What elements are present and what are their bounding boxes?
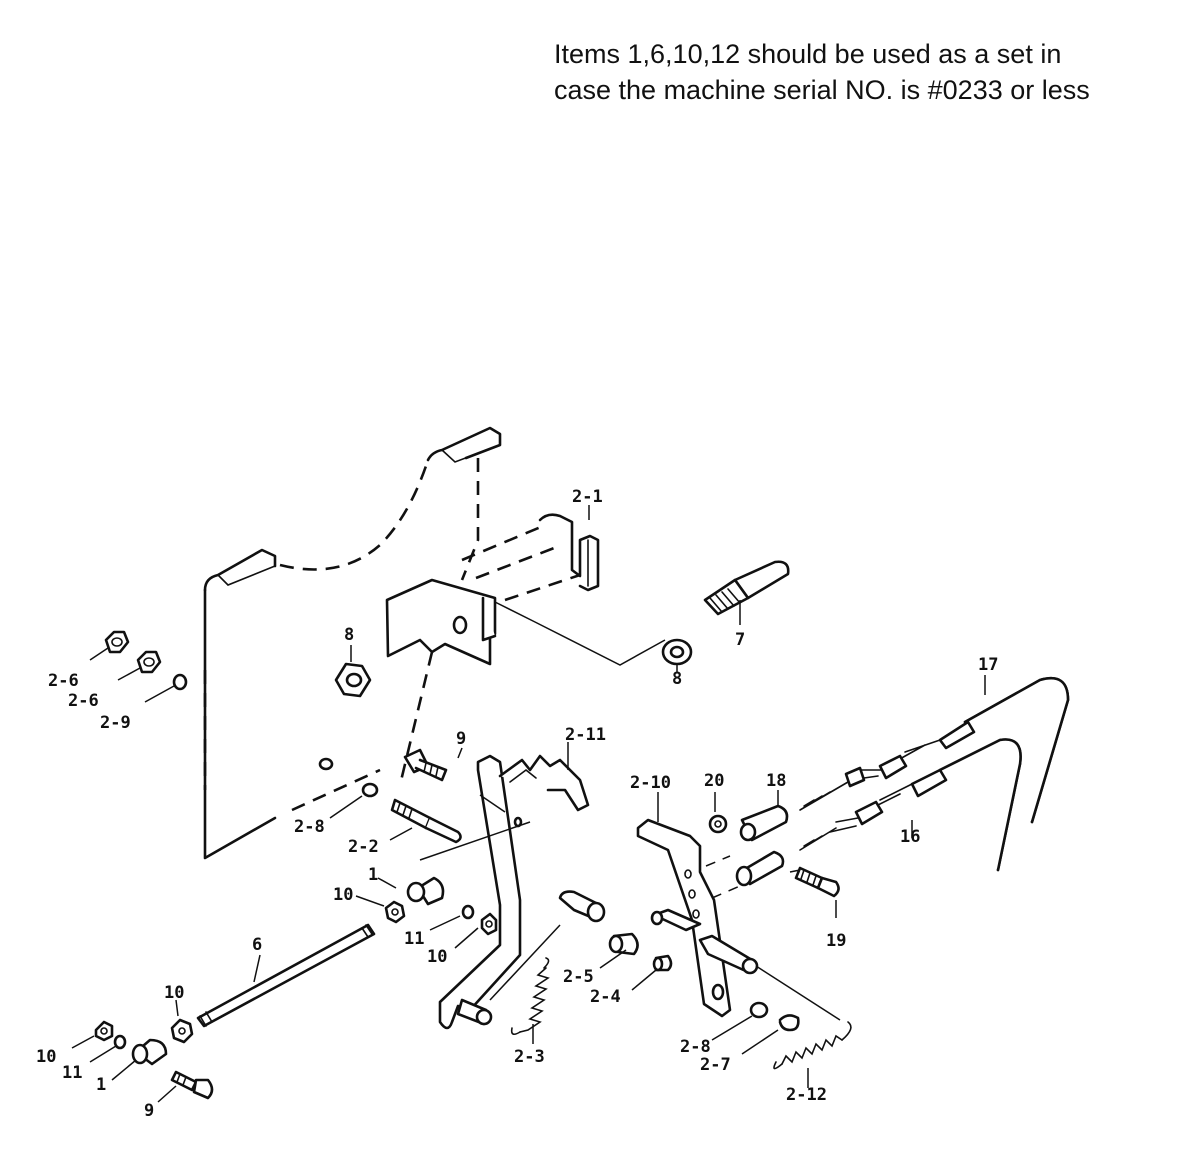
callout-2-5: 2-5 [563,967,594,987]
ball-joint-part-1-upper [406,876,445,906]
spring-part-2-3 [510,957,550,1036]
callout-6: 6 [252,935,262,955]
nut-part-2-6-lower [136,650,162,674]
lever-stud-upper [650,908,702,932]
callout-2-11: 2-11 [565,725,606,745]
callout-19: 19 [826,931,846,951]
nut-part-10-upper-right [480,912,498,936]
washer-part-2-8-right [749,1001,769,1019]
callout-2-2: 2-2 [348,837,379,857]
callout-2-6-lower: 2-6 [68,691,99,711]
washer-part-2-8-left [361,782,379,798]
callout-1-upper: 1 [368,865,378,885]
callout-17: 17 [978,655,998,675]
circlip-part-2-7 [778,1014,800,1032]
note-line-2: case the machine serial NO. is #0233 or … [554,75,1090,105]
spacer-part-2-5 [608,932,639,956]
bolt-part-9-lower [170,1070,214,1100]
lever-stud-lower [698,934,841,1021]
block-part-18-upper [739,804,789,842]
leader-lines [71,505,986,1103]
pin-part-2-2 [390,798,462,844]
rod-part-6 [196,923,376,1028]
callout-8-left: 8 [344,625,354,645]
spring-part-2-12 [773,1021,852,1070]
nut-part-10-lower-left [94,1020,114,1042]
callout-10-upper-left: 10 [333,885,353,905]
callout-2-6-upper: 2-6 [48,671,79,691]
nut-part-8-right [661,638,693,666]
callout-2-12: 2-12 [786,1085,827,1105]
callout-11-upper: 11 [404,929,424,949]
callout-10-lower-mid: 10 [164,983,184,1003]
washer-part-11-lower [113,1034,127,1050]
callout-2-10: 2-10 [630,773,671,793]
callout-11-lower: 11 [62,1063,82,1083]
nut-part-20 [708,814,728,834]
nut-part-10-upper-left [384,900,406,924]
callout-2-9: 2-9 [100,713,131,733]
callout-2-4: 2-4 [590,987,621,1007]
parts-note: Items 1,6,10,12 should be used as a set … [554,36,1194,108]
callout-9-upper: 9 [456,729,466,749]
ball-joint-part-1-lower [131,1038,168,1066]
cable-part-17 [799,676,1070,824]
callout-2-1: 2-1 [572,487,603,507]
callout-2-3: 2-3 [514,1047,545,1067]
callout-labels: 2-1 7 8 8 2-6 2-6 2-9 9 2-11 17 20 18 2-… [36,487,998,1121]
callout-1-lower: 1 [96,1075,106,1095]
washer-part-2-9 [172,673,188,691]
stud-part-7 [703,560,790,616]
note-line-1: Items 1,6,10,12 should be used as a set … [554,39,1062,69]
nut-part-10-lower-mid [170,1018,194,1044]
lever-part-2-11 [419,754,590,1030]
mounting-plate [203,426,502,860]
bracket-plate [385,578,666,786]
callout-18: 18 [766,771,786,791]
washer-part-11-upper [461,904,475,920]
callout-10-upper-right: 10 [427,947,447,967]
callout-2-8-right: 2-8 [680,1037,711,1057]
spacer-part-2-4 [652,954,673,972]
spacer-upper [558,890,606,923]
nut-part-8-left [334,662,372,698]
callout-20: 20 [704,771,724,791]
block-part-18-lower [735,850,785,887]
bolt-part-19 [789,866,840,898]
lever-part-2-10 [636,818,741,1018]
cable-part-16 [799,738,1022,872]
callout-2-8-left: 2-8 [294,817,325,837]
callout-2-7: 2-7 [700,1055,731,1075]
bolt-part-9-upper [403,748,448,782]
callout-7: 7 [735,630,745,650]
callout-16: 16 [900,827,920,847]
nut-part-2-6-upper [104,630,130,654]
callout-8-right: 8 [672,669,682,689]
callout-9-lower: 9 [144,1101,154,1121]
callout-10-lower-left: 10 [36,1047,56,1067]
bracket-2-1 [461,513,600,602]
washer-small [318,757,334,771]
lever-pin [456,998,493,1026]
